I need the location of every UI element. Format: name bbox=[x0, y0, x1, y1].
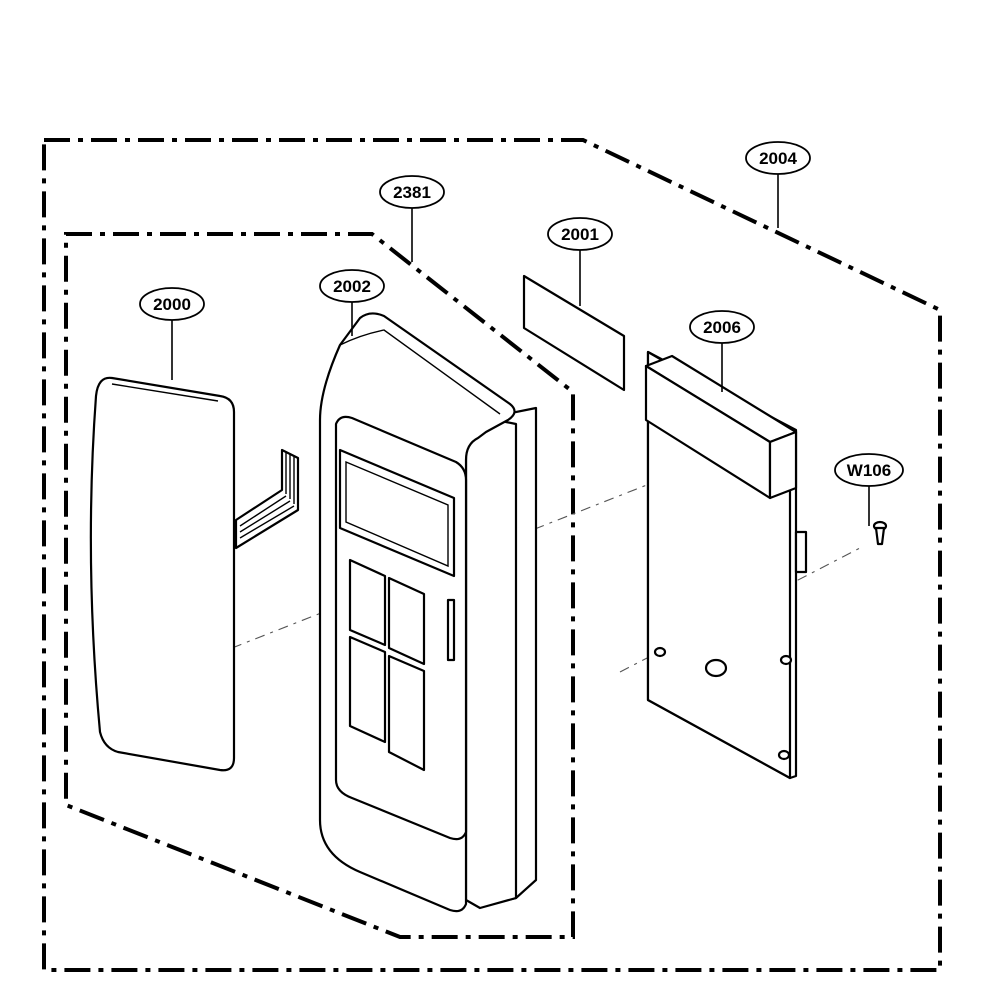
callout-2381: 2381 bbox=[379, 175, 445, 209]
ribbon-cable-lines bbox=[239, 452, 295, 539]
pcb-side-tab bbox=[794, 530, 808, 574]
callout-2004: 2004 bbox=[745, 141, 811, 175]
pcb-mount-hole bbox=[779, 654, 793, 666]
housing-keypad bbox=[348, 558, 426, 772]
svg-text:2001: 2001 bbox=[561, 225, 599, 244]
leader-lines bbox=[171, 174, 870, 526]
callout-2002: 2002 bbox=[319, 269, 385, 303]
screw-part bbox=[872, 520, 888, 546]
inner-assembly-boundary bbox=[64, 232, 575, 939]
svg-text:W106: W106 bbox=[847, 461, 891, 480]
svg-text:2002: 2002 bbox=[333, 277, 371, 296]
label-plate-part bbox=[522, 274, 626, 392]
pcb-mount-hole bbox=[653, 646, 667, 658]
ribbon-cable bbox=[234, 448, 300, 550]
svg-text:2004: 2004 bbox=[759, 149, 797, 168]
housing-side bbox=[464, 416, 518, 910]
callout-2001: 2001 bbox=[547, 217, 613, 251]
svg-text:2000: 2000 bbox=[153, 295, 191, 314]
pcb-part bbox=[644, 350, 808, 780]
pcb-component bbox=[704, 658, 728, 678]
housing-side-slot bbox=[446, 598, 456, 662]
alignment-centerlines bbox=[231, 467, 861, 673]
pcb-mount-hole bbox=[777, 749, 791, 761]
callout-2000: 2000 bbox=[139, 287, 205, 321]
callout-2006: 2006 bbox=[689, 310, 755, 344]
window-panel-part bbox=[89, 376, 300, 772]
svg-text:2381: 2381 bbox=[393, 183, 431, 202]
control-housing-part bbox=[318, 312, 538, 913]
housing-display-window bbox=[338, 448, 456, 578]
svg-text:2006: 2006 bbox=[703, 318, 741, 337]
window-panel bbox=[89, 376, 236, 772]
callout-w106: W106 bbox=[834, 453, 904, 487]
